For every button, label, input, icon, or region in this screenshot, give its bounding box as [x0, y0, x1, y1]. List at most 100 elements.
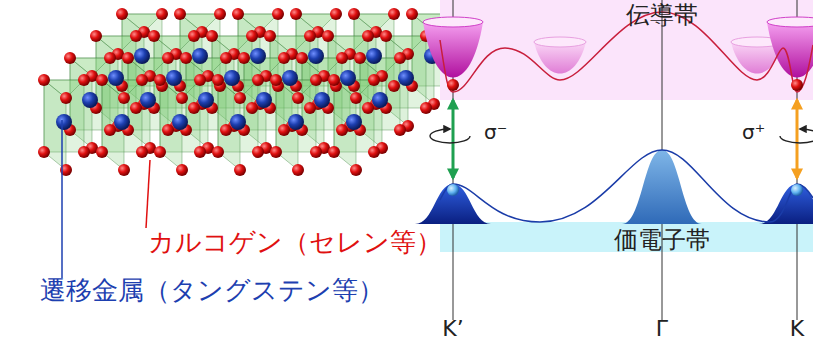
chalcogen-atom [310, 74, 322, 86]
metal-atom [346, 114, 362, 130]
chalcogen-atom [406, 8, 418, 20]
chalcogen-atom [162, 52, 174, 64]
chalcogen-atom [336, 52, 348, 64]
leader-line [146, 160, 150, 228]
chalcogen-atom [78, 146, 90, 158]
chalcogen-atom [130, 102, 142, 114]
chalcogen-atom [304, 102, 316, 114]
chalcogen-atom [350, 164, 362, 176]
chalcogen-atom [388, 80, 400, 92]
chalcogen-atom [330, 8, 342, 20]
chalcogen-atom [64, 52, 76, 64]
chalcogen-atom [154, 146, 166, 158]
metal-atom [256, 92, 272, 108]
metal-atom [230, 114, 246, 130]
k-point-label: Γ [656, 316, 668, 341]
chalcogen-atom [194, 146, 206, 158]
chalcogen-atom [246, 102, 258, 114]
metal-atom [56, 114, 72, 130]
chalcogen-atom [234, 164, 246, 176]
chalcogen-atom [176, 164, 188, 176]
metal-atom [224, 70, 240, 86]
chalcogen-atom [292, 164, 304, 176]
chalcogen-atom [354, 52, 366, 64]
transition-arrow [796, 100, 799, 178]
chalcogen-atom [156, 8, 168, 20]
chalcogen-atom [38, 146, 50, 158]
metal-atom [108, 70, 124, 86]
chalcogen-atom [148, 30, 160, 42]
chalcogen-atom [130, 30, 142, 42]
metal-atom [314, 92, 330, 108]
metal-atom [340, 70, 356, 86]
polarization-symbol [430, 129, 470, 143]
element-label: 遷移金属（タングステン等） [40, 276, 384, 306]
chalcogen-atom [348, 8, 360, 20]
chalcogen-atom [122, 52, 134, 64]
metal-atom [250, 48, 266, 64]
chalcogen-atom [136, 74, 148, 86]
chalcogen-atom [246, 30, 258, 42]
chalcogen-atom [116, 8, 128, 20]
chalcogen-atom [310, 146, 322, 158]
transition-arrow [452, 100, 455, 178]
chalcogen-atom [212, 74, 224, 86]
leader-line [61, 120, 63, 278]
metal-atom [172, 114, 188, 130]
chalcogen-atom [176, 92, 188, 104]
chalcogen-atom [328, 74, 340, 86]
band-label: 価電子帯 [614, 227, 710, 255]
chalcogen-atom [38, 74, 50, 86]
chalcogen-atom [180, 52, 192, 64]
chalcogen-atom [388, 8, 400, 20]
chalcogen-atom [362, 30, 374, 42]
k-point-label: K [790, 316, 804, 341]
hole [791, 184, 803, 196]
polarization-label: σ⁺ [742, 121, 765, 144]
chalcogen-atom [328, 146, 340, 158]
valley-cone-top [767, 17, 813, 27]
chalcogen-atom [322, 30, 334, 42]
band-label: 伝導帯 [626, 2, 698, 30]
chalcogen-atom [278, 52, 290, 64]
chalcogen-atom [220, 52, 232, 64]
metal-atom [288, 114, 304, 130]
chalcogen-atom [394, 124, 406, 136]
electron [447, 79, 459, 91]
chalcogen-atom [264, 30, 276, 42]
chalcogen-atom [194, 74, 206, 86]
chalcogen-atom [90, 30, 102, 42]
metal-atom [140, 92, 156, 108]
chalcogen-atom [238, 52, 250, 64]
chalcogen-atom [188, 102, 200, 114]
valley-cone-top [534, 37, 586, 47]
chalcogen-atom [336, 124, 348, 136]
chalcogen-atom [252, 146, 264, 158]
electron [791, 79, 803, 91]
chalcogen-atom [232, 8, 244, 20]
metal-atom [82, 92, 98, 108]
chalcogen-atom [368, 74, 380, 86]
valley-cone [423, 22, 483, 78]
valence-hump [622, 150, 702, 224]
valley-cone-top [423, 17, 483, 27]
chalcogen-atom [350, 92, 362, 104]
polarization-label: σ⁻ [484, 121, 507, 144]
chalcogen-atom [104, 124, 116, 136]
metal-atom [372, 92, 388, 108]
chalcogen-atom [162, 124, 174, 136]
chalcogen-atom [96, 74, 108, 86]
k-point-label: K’ [442, 316, 463, 341]
chalcogen-atom [96, 146, 108, 158]
chalcogen-atom [420, 102, 432, 114]
metal-atom [366, 48, 382, 64]
metal-atom [398, 70, 414, 86]
metal-atom [308, 48, 324, 64]
valence-band-curve [440, 150, 813, 222]
polarization-symbol [780, 129, 813, 143]
chalcogen-atom [290, 8, 302, 20]
element-label: カルコゲン（セレン等） [148, 228, 442, 258]
chalcogen-atom [206, 30, 218, 42]
valence-hump [415, 184, 491, 224]
chalcogen-atom [136, 146, 148, 158]
